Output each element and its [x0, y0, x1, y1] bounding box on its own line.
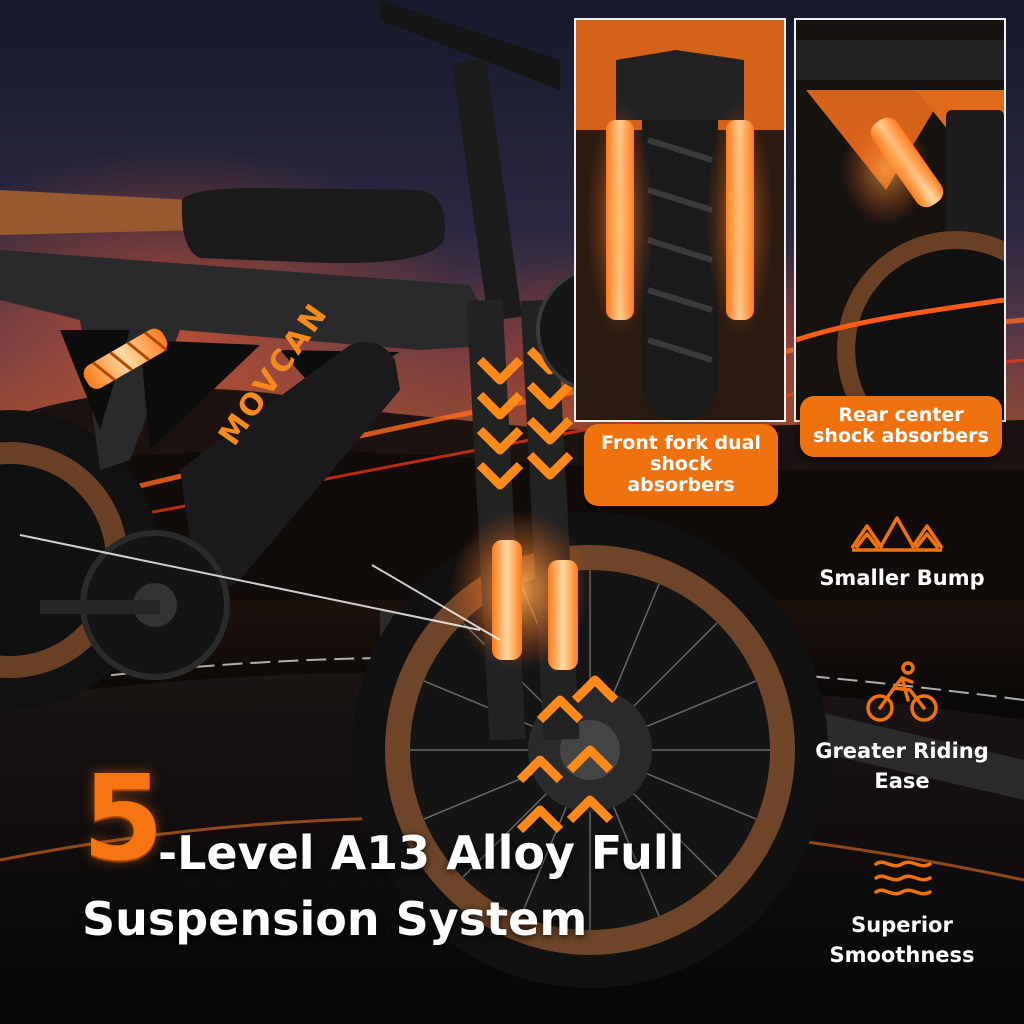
rear-shock-inset [794, 18, 1006, 422]
feature-riding-ease: Greater Riding Ease [815, 739, 989, 793]
front-fork-closeup [576, 20, 784, 420]
rear-shock-closeup [796, 20, 1004, 420]
headline-line-2: Suspension System [82, 892, 588, 946]
feature-smoothness: Superior Smoothness [829, 913, 975, 967]
bump-icon [850, 516, 944, 552]
headline-line-1: -Level A13 Alloy Full [158, 826, 685, 880]
front-fork-callout: Front fork dual shock absorbers [584, 424, 778, 506]
feature-smaller-bump: Smaller Bump [819, 566, 985, 590]
waves-icon [874, 860, 932, 896]
front-fork-inset [574, 18, 786, 422]
suspension-level-number: 5 [82, 749, 165, 887]
cyclist-icon [866, 661, 938, 722]
rear-shock-callout: Rear center shock absorbers [800, 396, 1002, 457]
